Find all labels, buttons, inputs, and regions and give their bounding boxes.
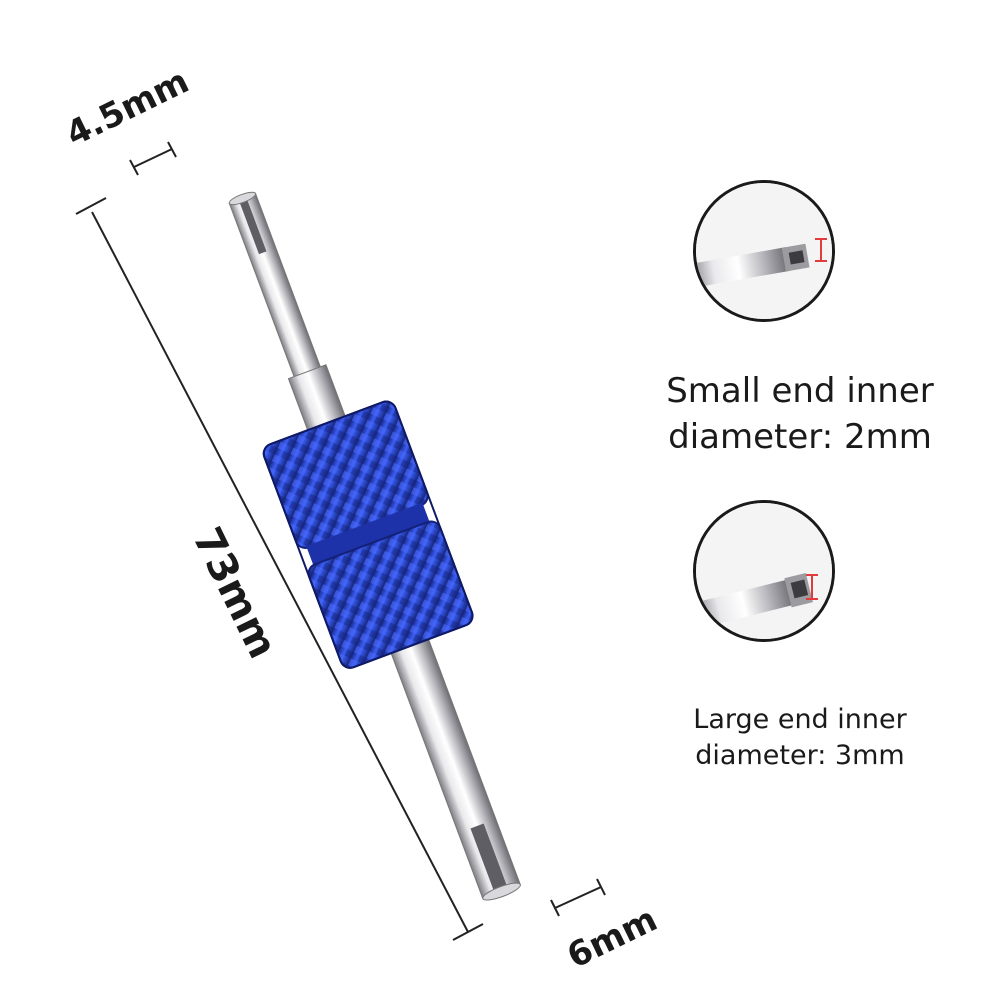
large-end-slot [470,823,509,896]
length-dimension [75,197,484,941]
large-end-zoom-circle [693,500,835,642]
large-end-caption-line2: diameter: 3mm [695,740,905,771]
tool-body [228,191,521,901]
top-tip-dimension [129,141,177,176]
small-end-zoom-image [696,183,832,319]
small-end-caption-line1: Small end inner [666,371,934,411]
large-end-caption-line1: Large end inner [693,704,907,735]
large-end-zoom-image [696,503,832,639]
small-end-caption-line2: diameter: 2mm [668,417,932,457]
small-end-shaft [228,192,323,382]
small-end-slot [237,195,267,255]
blue-handle-groove [306,502,430,565]
small-end-zoom-circle [693,180,835,322]
small-end-caption: Small end inner diameter: 2mm [640,368,960,460]
large-end-shaft [384,621,521,900]
large-end-caption: Large end inner diameter: 3mm [660,702,940,774]
bottom-tip-dimension [550,878,606,917]
